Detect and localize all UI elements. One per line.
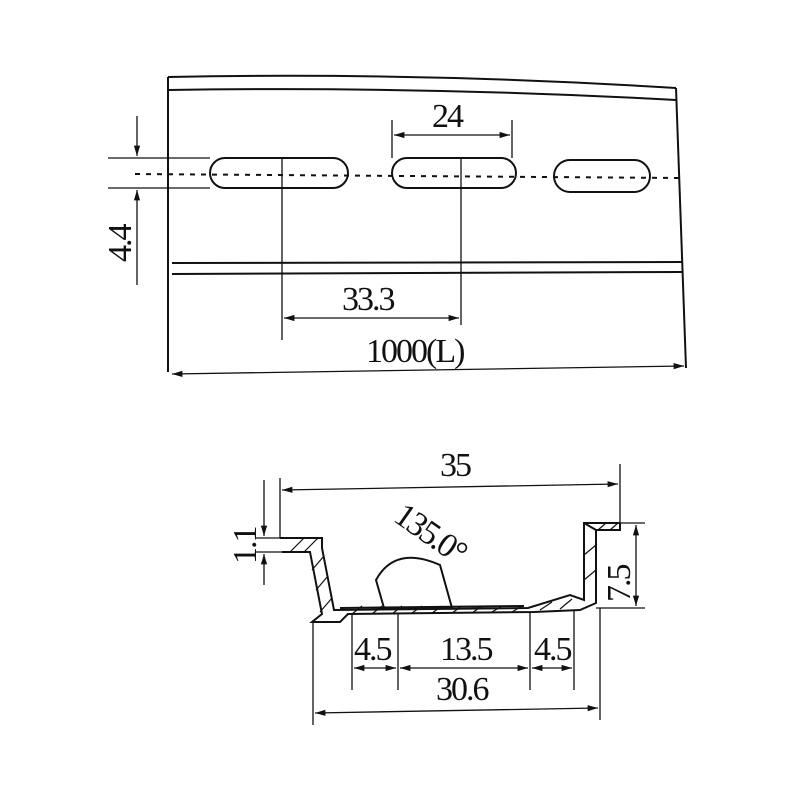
bottom-width-label: 30.6 bbox=[436, 671, 489, 708]
section-hatching bbox=[289, 522, 619, 615]
slot-spacing-label: 24 bbox=[432, 98, 464, 135]
dimension-line bbox=[281, 481, 619, 493]
rail-right-end bbox=[675, 87, 687, 369]
rail-cross-section: 135.0° 35 1.1 7.5 4.5 13.5 4.5 30.6 bbox=[227, 447, 645, 725]
inner-left-label: 4.5 bbox=[354, 631, 392, 668]
profile-outline-outer bbox=[280, 522, 620, 612]
rail-top-view: 24 4.4 33.3 1000(L) bbox=[102, 74, 687, 377]
rail-groove-line-2 bbox=[171, 271, 683, 275]
rail-top-edge-inner bbox=[167, 88, 677, 101]
mounting-slot bbox=[209, 157, 349, 189]
overall-width-label: 35 bbox=[440, 447, 471, 484]
profile-outline-inner bbox=[282, 530, 597, 623]
profile-right-flange bbox=[583, 522, 621, 531]
inner-right-label: 4.5 bbox=[534, 631, 572, 668]
slot-width-label: 4.4 bbox=[102, 224, 139, 263]
mounting-slot bbox=[391, 157, 517, 189]
rail-top-edge bbox=[167, 74, 677, 89]
dimension-line bbox=[314, 705, 599, 716]
length-label: 1000(L) bbox=[366, 333, 464, 370]
thickness-label: 1.1 bbox=[227, 528, 264, 565]
slot-centerline bbox=[134, 173, 681, 179]
slot-offset-label: 33.3 bbox=[342, 281, 395, 318]
angle-arc bbox=[374, 556, 454, 609]
mounting-slot bbox=[553, 159, 651, 193]
rail-groove-line-1 bbox=[171, 261, 683, 264]
dimension-line bbox=[171, 363, 685, 377]
height-label: 7.5 bbox=[601, 565, 638, 603]
inner-center-label: 13.5 bbox=[440, 631, 493, 668]
